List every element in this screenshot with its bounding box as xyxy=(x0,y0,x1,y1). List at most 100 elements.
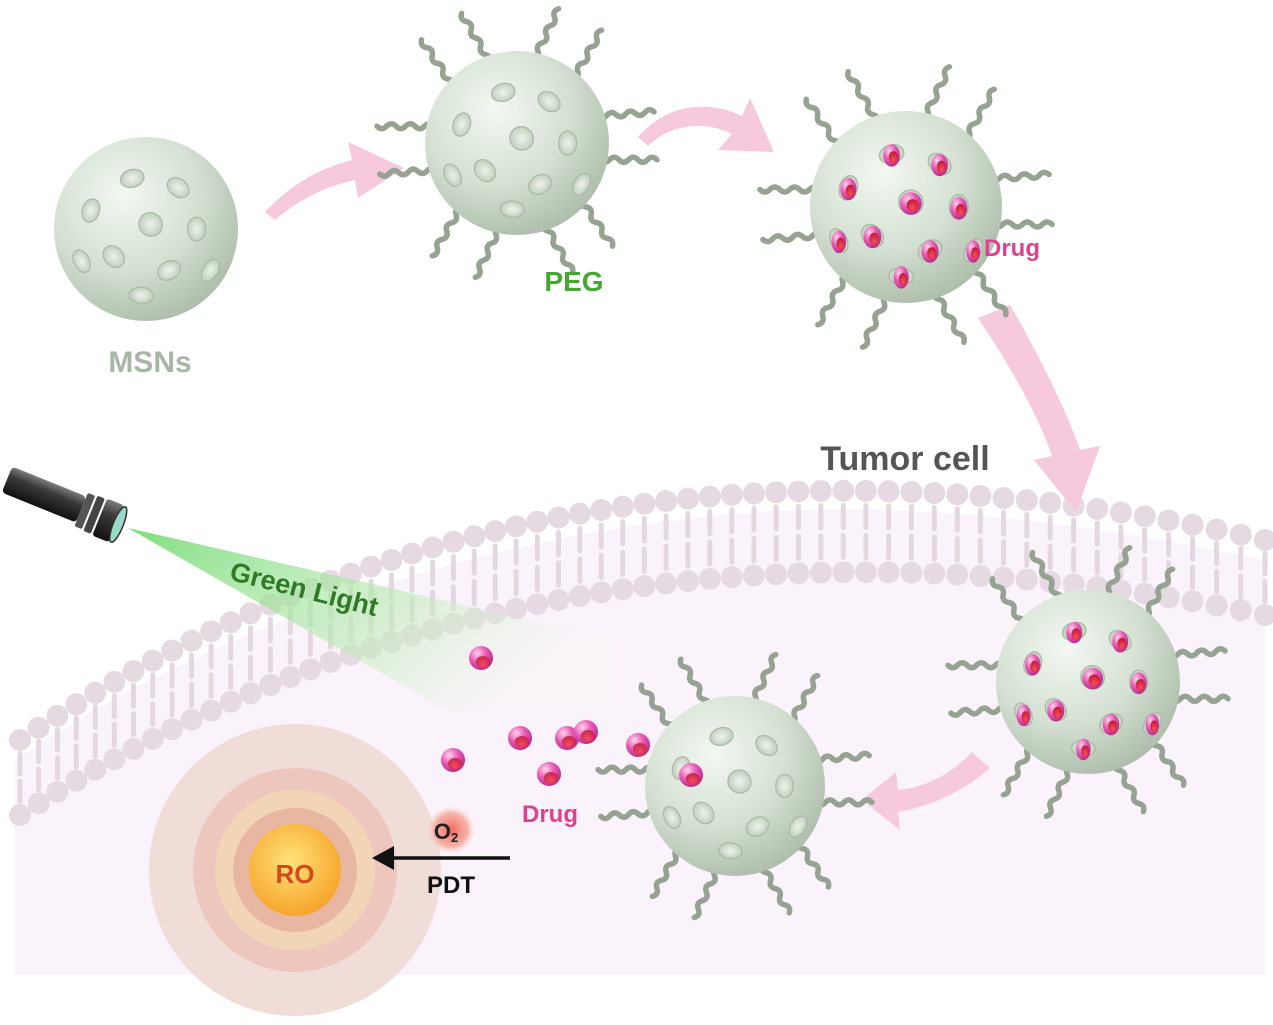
lipid-molecule xyxy=(27,716,50,815)
lipid-molecule xyxy=(239,602,262,705)
lipid-molecule xyxy=(946,483,969,586)
pore xyxy=(709,726,734,747)
oxygen-molecule-icon xyxy=(427,806,475,854)
flow-arrow-3 xyxy=(978,305,1100,512)
drug-core xyxy=(1052,706,1063,719)
oxygen-symbol: O xyxy=(434,819,451,844)
peg-chain xyxy=(649,845,683,900)
lipid-molecule xyxy=(122,660,145,760)
drug-core xyxy=(1030,660,1039,673)
lipid-molecule xyxy=(969,485,992,587)
pore xyxy=(102,245,126,269)
pore xyxy=(499,200,525,218)
lipid-molecule xyxy=(720,483,743,589)
free-drug-molecule xyxy=(679,763,703,787)
pore xyxy=(166,176,190,199)
drug-core xyxy=(1021,711,1030,724)
free-drug-molecule xyxy=(469,646,493,670)
drug-released-label: Drug xyxy=(522,801,578,828)
pore xyxy=(72,249,91,274)
released-drugs xyxy=(441,646,703,787)
flow-arrow-1 xyxy=(265,142,404,220)
peg-chain xyxy=(930,287,967,346)
flashlight-icon xyxy=(2,467,128,543)
lipid-molecule xyxy=(900,481,923,584)
peg-label: PEG xyxy=(544,266,603,297)
lipid-molecule xyxy=(742,482,765,587)
peg-msn-particle xyxy=(374,5,660,281)
drug-core xyxy=(955,203,966,217)
drug-core xyxy=(1088,674,1101,687)
peg-chain xyxy=(472,223,503,281)
pore xyxy=(128,286,154,304)
peg-chain xyxy=(845,68,882,127)
drug-core xyxy=(888,151,899,164)
pore xyxy=(473,159,497,183)
peg-chain xyxy=(1141,566,1176,622)
pore xyxy=(718,842,743,860)
drug-core xyxy=(1150,720,1158,733)
pore xyxy=(509,126,534,151)
drug-loaded-label: Drug xyxy=(984,235,1040,262)
peg-chain xyxy=(945,659,1008,671)
peg-chain xyxy=(986,169,1052,184)
peg-chain xyxy=(1111,759,1147,815)
drug-core xyxy=(927,247,937,260)
peg-chain xyxy=(594,107,657,121)
free-drug-molecule xyxy=(508,726,532,750)
lipid-molecule xyxy=(161,639,184,741)
flow-arrows xyxy=(265,98,1100,830)
reactive-oxygen-burst-icon xyxy=(149,724,441,1016)
drug-core xyxy=(1071,628,1081,641)
peg-chain xyxy=(418,37,457,90)
drug-core xyxy=(845,184,855,198)
peg-chain xyxy=(577,196,616,249)
lipid-molecule xyxy=(832,479,855,584)
lipid-molecule xyxy=(9,729,31,826)
peg-chain xyxy=(1168,693,1231,705)
lipid-molecule xyxy=(219,611,242,713)
lipid-molecule xyxy=(809,479,832,584)
peg-chain xyxy=(458,10,494,66)
lipid-molecule xyxy=(590,499,613,604)
drug-core xyxy=(1108,720,1118,733)
peg-chain xyxy=(787,672,821,727)
peg-chain xyxy=(948,704,1011,718)
lipid-molecule xyxy=(698,485,721,590)
pore xyxy=(537,90,561,113)
pdt-arrow xyxy=(372,846,510,870)
pore xyxy=(788,815,808,838)
peg-chain xyxy=(1029,549,1065,605)
oxygen-subscript: 2 xyxy=(451,830,458,845)
peg-chain xyxy=(815,270,851,328)
lipid-molecule xyxy=(568,502,591,608)
lipid-molecule xyxy=(46,704,69,803)
free-drug-molecule xyxy=(626,733,650,757)
lipid-molecule xyxy=(1205,518,1228,617)
flow-arrow-4 xyxy=(862,752,990,830)
peg-chain xyxy=(377,165,440,179)
peg-chain xyxy=(1043,762,1074,820)
lipid-molecule xyxy=(655,490,678,595)
peg-chain xyxy=(597,154,660,166)
pore xyxy=(443,163,462,188)
pore xyxy=(119,168,145,189)
msns-label: MSNs xyxy=(108,346,191,379)
peg-chain xyxy=(429,203,464,259)
pore xyxy=(200,258,221,282)
lipid-molecule xyxy=(1015,489,1038,591)
peg-chain xyxy=(1148,735,1187,788)
free-drug-molecule xyxy=(555,726,579,750)
free-drug-molecule xyxy=(537,762,561,786)
peg-chain xyxy=(540,220,576,276)
peg-chain xyxy=(638,682,676,734)
peg-chain xyxy=(1000,742,1035,798)
peg-chain xyxy=(810,750,872,765)
pore xyxy=(558,130,578,156)
lipid-molecule xyxy=(787,480,810,585)
green-light-beam xyxy=(128,528,616,712)
peg-chain xyxy=(595,764,657,775)
peg-chain xyxy=(989,576,1028,629)
lipid-molecule xyxy=(547,506,570,611)
